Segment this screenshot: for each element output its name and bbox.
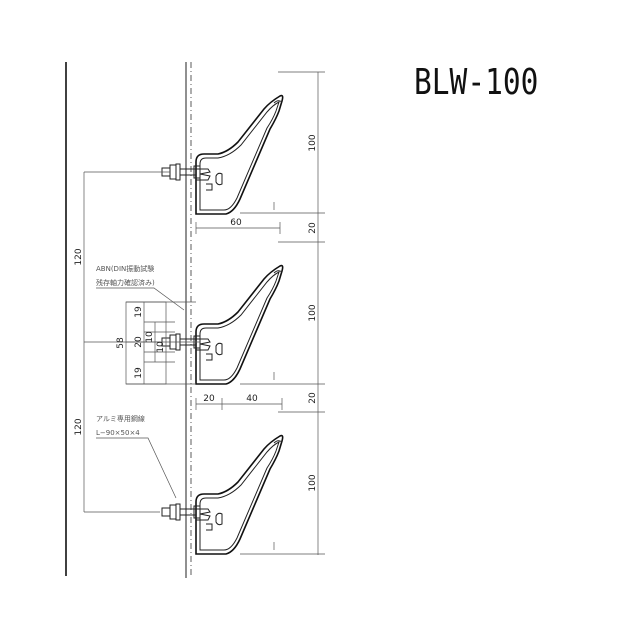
- dim-20-40-group: 20 40: [195, 394, 283, 410]
- louver-blade-middle: [195, 264, 284, 385]
- abn-note-line1: ABN(DIN振動試験: [96, 264, 154, 273]
- dim-19-a: 19: [134, 306, 144, 318]
- louver-blade-bottom: [195, 434, 284, 555]
- drawing-title: BLW-100: [414, 62, 539, 103]
- dim-20-low: 20: [203, 394, 215, 404]
- bracket-dimension-group: 58 19 20 10 10 19: [116, 301, 200, 385]
- dim-20-b: 20: [308, 392, 318, 404]
- angle-note: アルミ専用鋼線 L−90×50×4: [96, 414, 177, 499]
- dim-60-group: 60: [195, 218, 281, 234]
- dim-10-a: 10: [145, 331, 155, 343]
- angle-note-line2: L−90×50×4: [96, 429, 140, 437]
- bolt-bottom: [161, 503, 201, 521]
- dim-100-bottom: 100: [308, 474, 318, 491]
- dim-40: 40: [246, 394, 258, 404]
- abn-note: ABN(DIN振動試験 残存軸力確認済み): [96, 264, 185, 311]
- dim-19-b: 19: [134, 367, 144, 379]
- dim-120-a: 120: [74, 248, 84, 265]
- dim-20-c: 20: [134, 336, 144, 348]
- dim-60: 60: [230, 218, 242, 228]
- left-dimension-chain: 120 120: [74, 171, 170, 513]
- dim-100-top: 100: [308, 134, 318, 151]
- abn-note-line2: 残存軸力確認済み): [96, 278, 155, 287]
- dim-58: 58: [116, 337, 126, 349]
- dim-20-a: 20: [308, 222, 318, 234]
- dim-100-mid: 100: [308, 304, 318, 321]
- dim-10-b: 10: [156, 341, 166, 353]
- dim-120-b: 120: [74, 418, 84, 435]
- right-dimension-chain: 100 20 100 20 100: [240, 71, 325, 555]
- angle-note-line1: アルミ専用鋼線: [96, 414, 145, 423]
- louver-blade-top: [195, 94, 284, 215]
